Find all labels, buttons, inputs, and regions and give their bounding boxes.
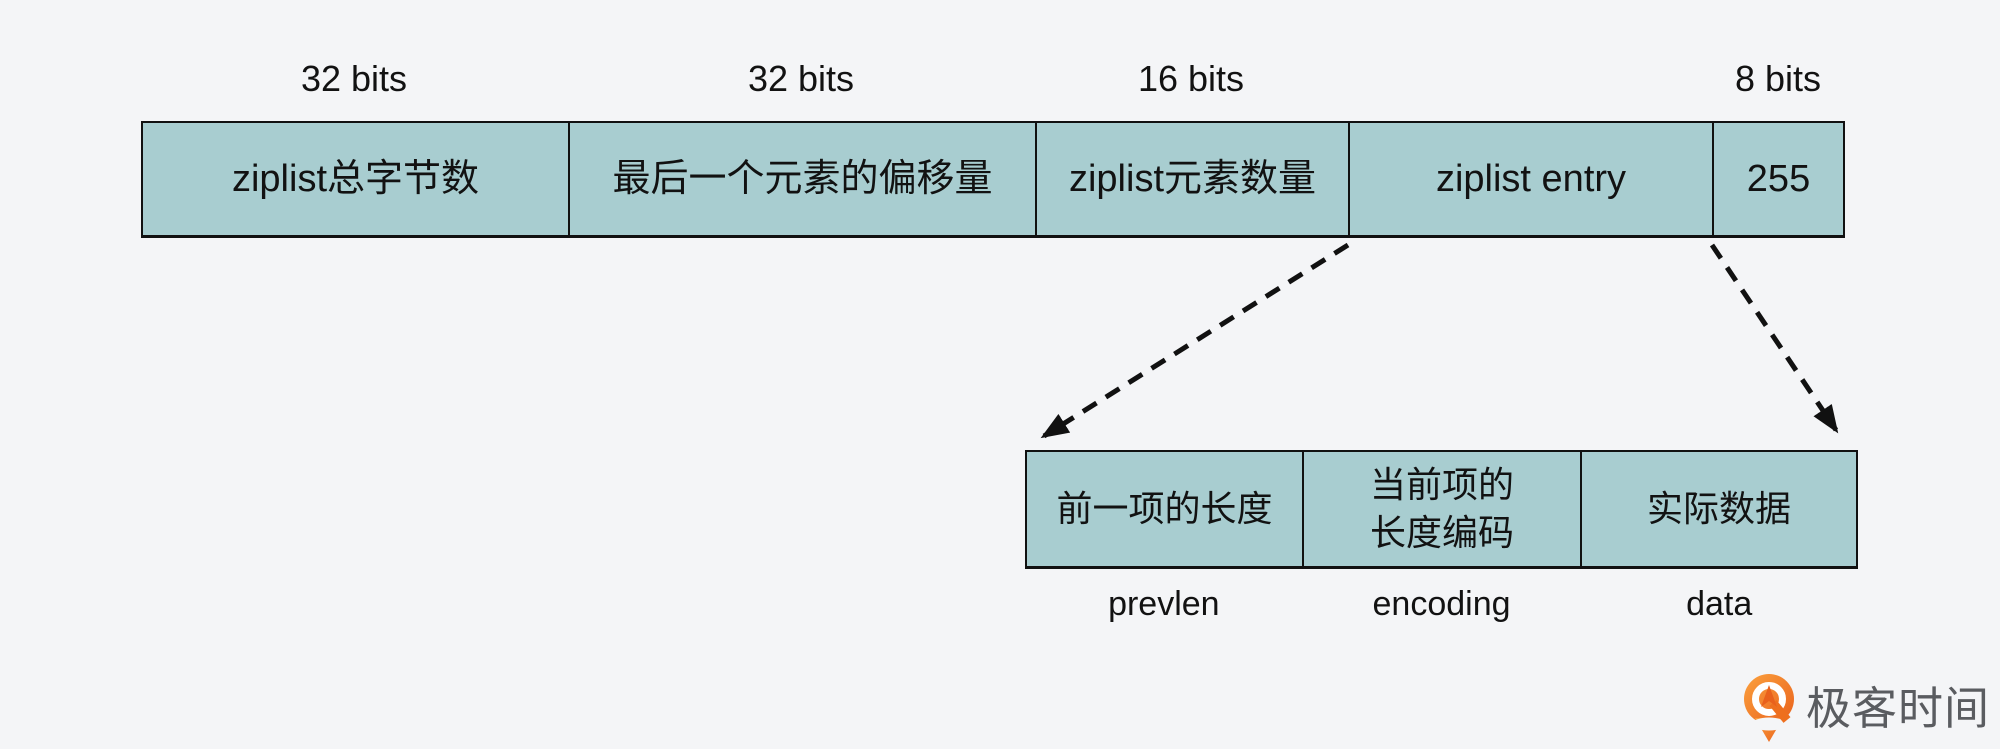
entry-field-names: prevlen encoding data <box>1025 584 1858 624</box>
cell-prevlen: 前一项的长度 <box>1027 452 1304 566</box>
bits-label-end-marker: 8 bits <box>1734 58 1822 99</box>
field-name-encoding: encoding <box>1372 585 1511 623</box>
cell-label: 前一项的长度 <box>1056 488 1273 529</box>
cell-label-line2: 长度编码 <box>1369 512 1514 553</box>
field-name-data: data <box>1686 585 1753 623</box>
bits-label-total-bytes: 32 bits <box>300 58 408 99</box>
cell-end-marker-255: 255 <box>1714 123 1843 235</box>
field-name-prevlen: prevlen <box>1108 585 1220 623</box>
dashed-arrow-right <box>1709 243 1839 434</box>
geektime-logo-icon <box>1744 674 1794 742</box>
cell-label: 255 <box>1746 158 1811 200</box>
ziplist-structure-bar: ziplist总字节数 最后一个元素的偏移量 ziplist元素数量 zipli… <box>141 121 1845 238</box>
cell-label: 实际数据 <box>1646 488 1791 529</box>
cell-label-line1: 当前项的 <box>1369 464 1514 505</box>
geektime-logo-text: 极客时间 <box>1806 683 1991 734</box>
cell-label: 最后一个元素的偏移量 <box>612 158 993 200</box>
cell-encoding: 当前项的 长度编码 <box>1304 452 1582 566</box>
cell-last-entry-offset: 最后一个元素的偏移量 <box>570 123 1037 235</box>
entry-detail-bar: 前一项的长度 当前项的 长度编码 实际数据 <box>1025 450 1858 569</box>
cell-label: ziplist元素数量 <box>1068 158 1317 200</box>
cell-label: ziplist entry <box>1435 158 1627 200</box>
bits-label-entry-count: 16 bits <box>1137 58 1245 99</box>
cell-ziplist-entry: ziplist entry <box>1350 123 1714 235</box>
cell-data: 实际数据 <box>1582 452 1856 566</box>
geektime-logo: 极客时间 <box>1742 674 1990 744</box>
bits-label-tail-offset: 32 bits <box>747 58 855 99</box>
cell-entry-count: ziplist元素数量 <box>1037 123 1350 235</box>
dashed-arrow-left <box>1040 242 1350 439</box>
cell-ziplist-total-bytes: ziplist总字节数 <box>143 123 570 235</box>
cell-label: ziplist总字节数 <box>231 158 480 200</box>
